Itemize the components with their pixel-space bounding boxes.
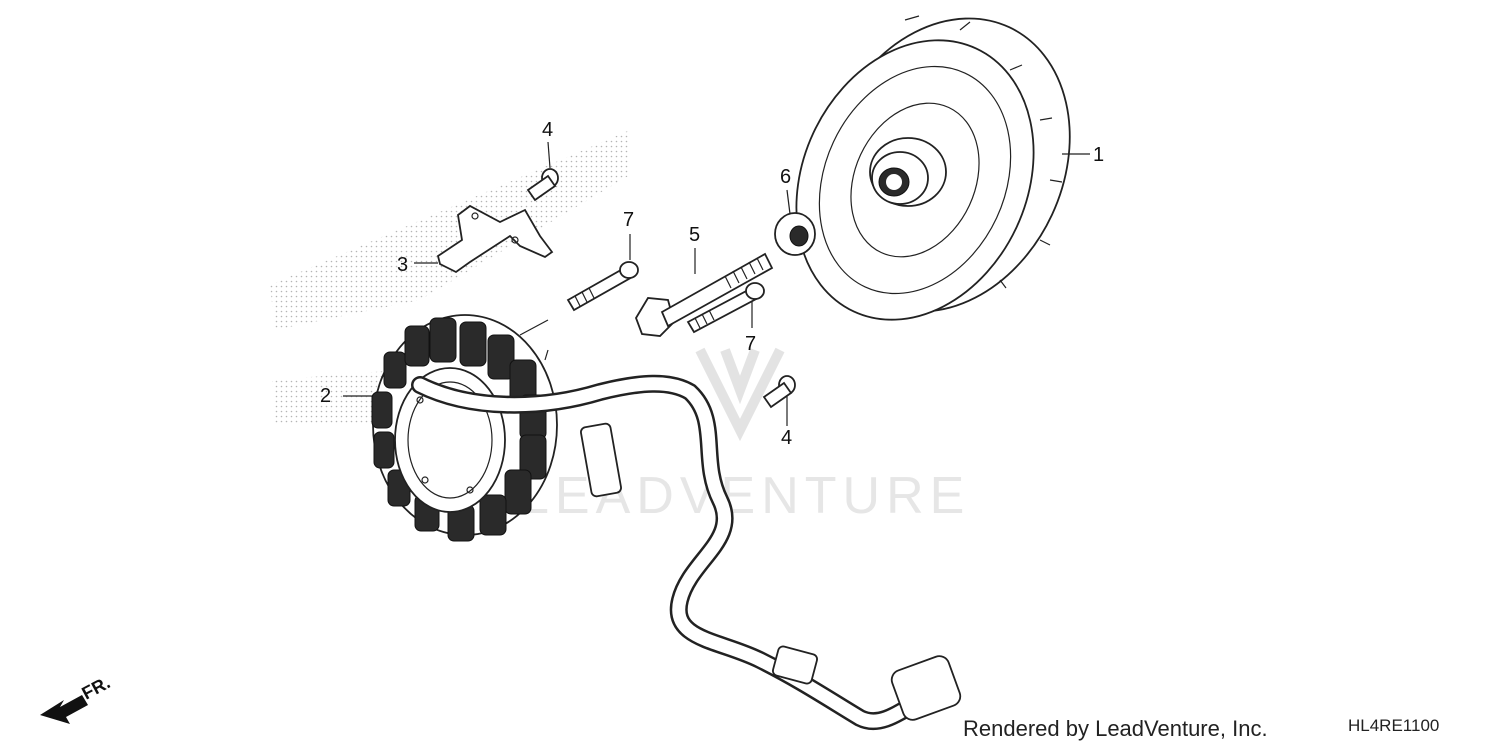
flange-bolt-part-5[interactable] (635, 252, 774, 337)
callout-7-lower[interactable]: 7 (745, 333, 756, 355)
callout-1[interactable]: 1 (1093, 144, 1104, 166)
callout-6[interactable]: 6 (780, 166, 791, 188)
stipple-shading-upper (270, 130, 630, 330)
watermark-text: LEADVENTURE (520, 467, 970, 525)
stator-part-2[interactable] (371, 314, 558, 542)
front-direction-arrow-icon: FR. (40, 672, 113, 724)
callout-7-upper[interactable]: 7 (623, 209, 634, 231)
watermark-logo (695, 347, 785, 442)
callout-3[interactable]: 3 (397, 254, 408, 276)
bracket-part-3[interactable] (436, 204, 554, 274)
wiring-harness[interactable] (411, 374, 963, 731)
bolt-part-4-upper[interactable] (526, 168, 559, 202)
bolt-part-7-lower[interactable] (686, 282, 765, 334)
callout-5[interactable]: 5 (689, 224, 700, 246)
callout-4-upper[interactable]: 4 (542, 119, 553, 141)
bolt-part-4-lower[interactable] (762, 375, 796, 409)
bolt-part-7-upper[interactable] (566, 261, 639, 312)
washer-part-6[interactable] (774, 212, 816, 256)
callout-4-lower[interactable]: 4 (781, 427, 792, 449)
flywheel-part-1[interactable] (752, 0, 1116, 359)
credit-text: Rendered by LeadVenture, Inc. (963, 716, 1268, 741)
callout-2[interactable]: 2 (320, 385, 331, 407)
leader-lines (343, 141, 1090, 426)
stipple-shading-lower (272, 370, 400, 425)
diagram-code: HL4RE1100 (1348, 716, 1440, 735)
